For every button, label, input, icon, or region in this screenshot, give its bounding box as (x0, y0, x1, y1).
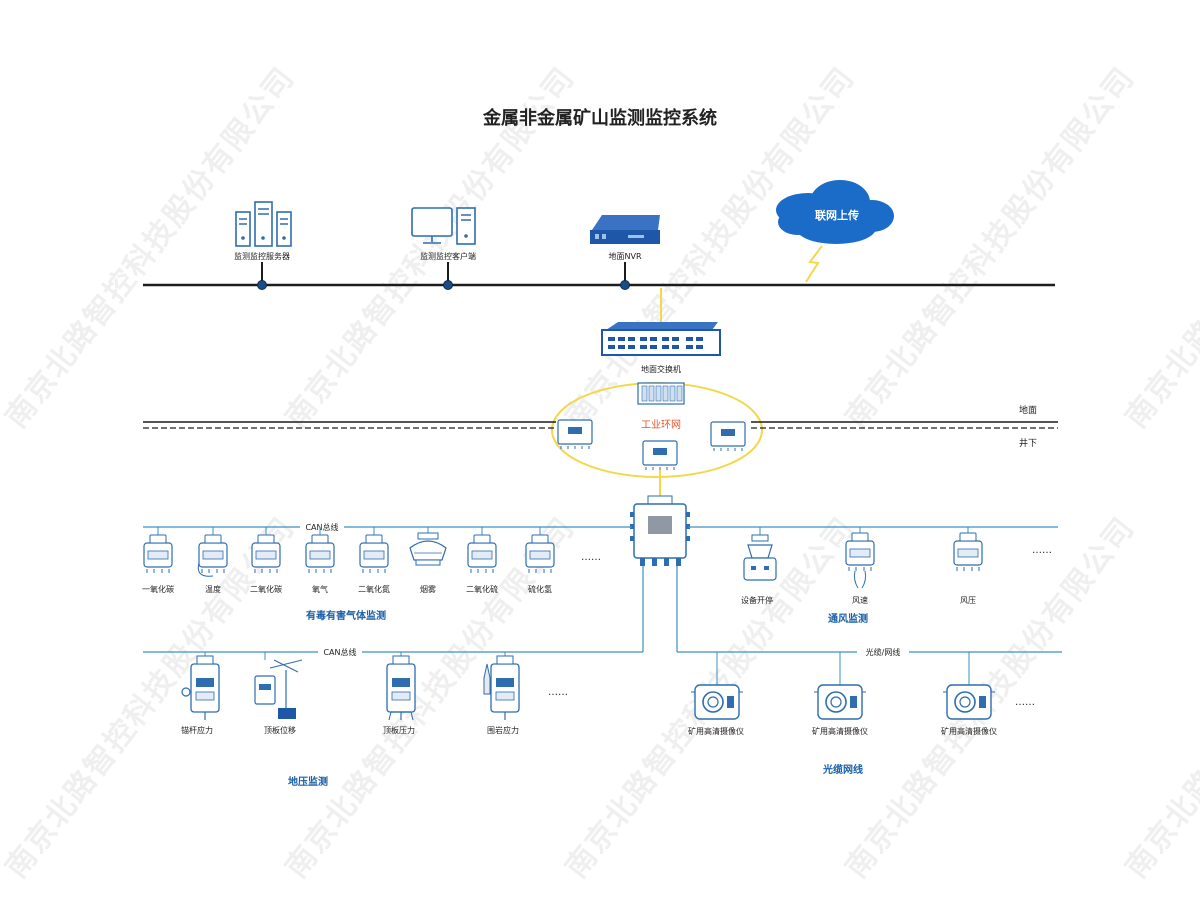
ground-label: 地面 (1019, 404, 1037, 416)
client-label: 监测监控客户端 (420, 251, 476, 261)
pressure-device-label: 顶板压力 (383, 725, 415, 735)
vent-device-label: 风速 (852, 596, 868, 605)
gas-sensor (467, 527, 497, 574)
server-icon (235, 201, 292, 247)
equipment-switch-sensor (743, 527, 777, 581)
camera-device (690, 652, 744, 720)
pressure-ellipsis: …… (548, 687, 568, 698)
camera-bus-label-bg (857, 646, 909, 658)
cloud-label: 联网上传 (815, 208, 859, 222)
gas-section-title: 有毒有害气体监测 (306, 609, 386, 622)
vent-ellipsis: …… (1032, 545, 1052, 556)
pressure-device-label: 围岩应力 (487, 725, 519, 735)
gas-sensor (305, 527, 335, 574)
watermark-layer: 南京北路智控科技股份有限公司 南京北路智控科技股份有限公司 南京北路智控科技股份… (0, 60, 1200, 885)
camera-label: 矿用高清摄像仪 (812, 726, 868, 736)
gas-sensor (143, 527, 173, 574)
client-node (443, 280, 453, 290)
gas-ellipsis: …… (581, 552, 601, 563)
gas-sensor (251, 527, 281, 574)
watermark-text: 南京北路智控科技股份有限公司 (1119, 510, 1200, 885)
underground-label: 井下 (1019, 437, 1037, 449)
nvr-node (620, 280, 630, 290)
watermark-text: 南京北路智控科技股份有限公司 (839, 60, 1142, 435)
camera-label: 矿用高清摄像仪 (941, 726, 997, 736)
vent-device-label: 风压 (960, 596, 976, 605)
ring-node-right (710, 421, 746, 452)
gas-sensor-label: 二氧化硫 (466, 584, 498, 594)
rock-stress-sensor (483, 652, 520, 721)
ring-node-left (557, 419, 593, 450)
watermark-text: 南京北路智控科技股份有限公司 (1119, 60, 1200, 435)
camera-bus-label: 光缆/网线 (866, 647, 901, 657)
wind-speed-sensor (845, 527, 875, 589)
pressure-device-label: 锚杆应力 (181, 725, 213, 735)
server-label: 监测监控服务器 (234, 251, 290, 261)
gas-sensor-label: 二氧化碳 (250, 584, 282, 594)
wind-pressure-sensor (953, 527, 983, 572)
substation-icon (630, 495, 690, 566)
pressure-bus-label-bg (318, 646, 362, 658)
gas-sensor-label: 二氧化氮 (358, 584, 390, 594)
pressure-section-title: 地压监测 (288, 775, 328, 788)
gas-sensor-label: 烟雾 (420, 585, 436, 594)
anchor-stress-sensor (181, 652, 220, 721)
switch-label: 地面交换机 (641, 364, 681, 374)
smoke-sensor (409, 527, 447, 566)
cloud-icon (776, 180, 894, 244)
nvr-label: 地面NVR (608, 251, 641, 261)
watermark-text: 南京北路智控科技股份有限公司 (0, 60, 302, 435)
camera-section-title: 光缆网线 (822, 763, 863, 776)
camera-ellipsis: …… (1015, 697, 1035, 708)
gas-bus-label-bg (300, 521, 344, 533)
gas-bus-label: CAN总线 (305, 522, 338, 532)
roof-pressure-sensor (386, 652, 416, 721)
page-title: 金属非金属矿山监测监控系统 (482, 107, 717, 129)
vent-device-label: 设备开停 (741, 595, 773, 605)
client-computer-icon (411, 207, 476, 245)
pressure-bus-label: CAN总线 (323, 647, 356, 657)
ring-hub-icon (637, 382, 685, 405)
gas-sensor (197, 527, 228, 577)
ring-node-bottom (642, 440, 678, 471)
vent-section-title: 通风监测 (828, 612, 868, 625)
camera-device (813, 652, 867, 720)
server-node (257, 280, 267, 290)
gas-sensor (525, 527, 555, 574)
gas-sensor-label: 温度 (205, 584, 221, 594)
camera-label: 矿用高清摄像仪 (688, 726, 744, 736)
gas-sensor (359, 527, 389, 574)
ring-label: 工业环网 (641, 419, 681, 431)
roof-displacement-sensor (254, 652, 303, 719)
gas-sensor-label: 硫化氢 (528, 584, 552, 594)
ground-switch-icon (601, 322, 721, 356)
gas-sensor-label: 氧气 (312, 584, 328, 594)
lightning-icon (805, 245, 823, 283)
camera-device (942, 652, 996, 720)
gas-sensor-label: 一氧化碳 (142, 584, 174, 594)
nvr-icon (590, 215, 660, 244)
pressure-device-label: 顶板位移 (264, 725, 296, 735)
